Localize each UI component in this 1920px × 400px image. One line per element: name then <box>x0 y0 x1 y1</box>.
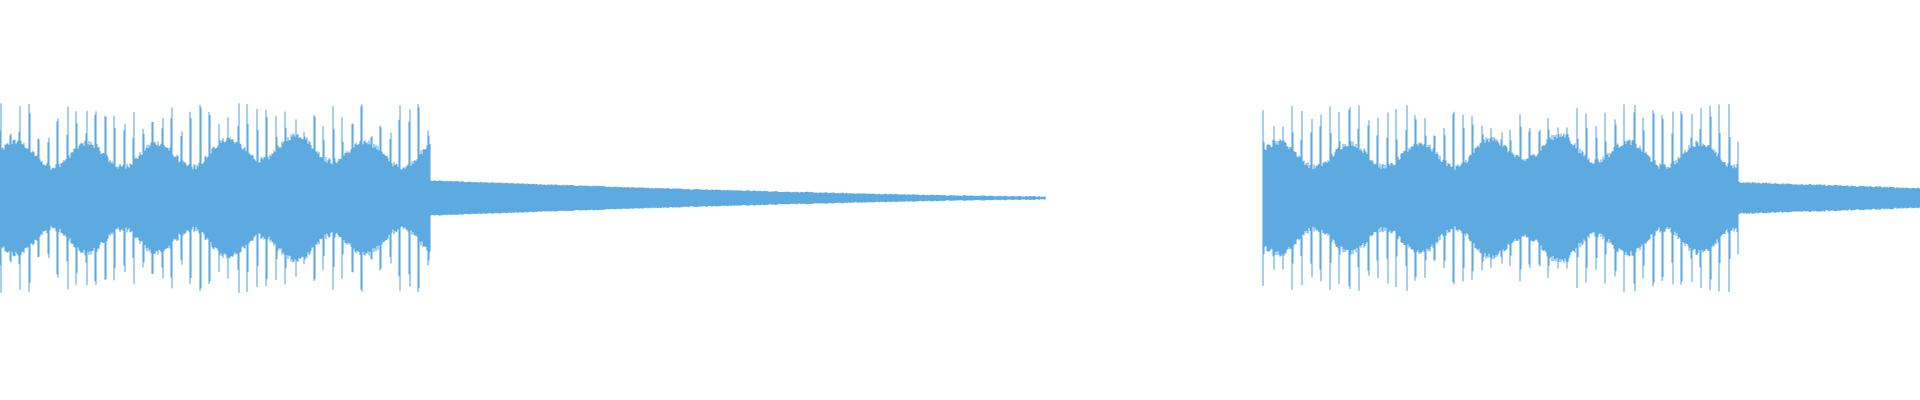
waveform-samples <box>0 103 1920 293</box>
